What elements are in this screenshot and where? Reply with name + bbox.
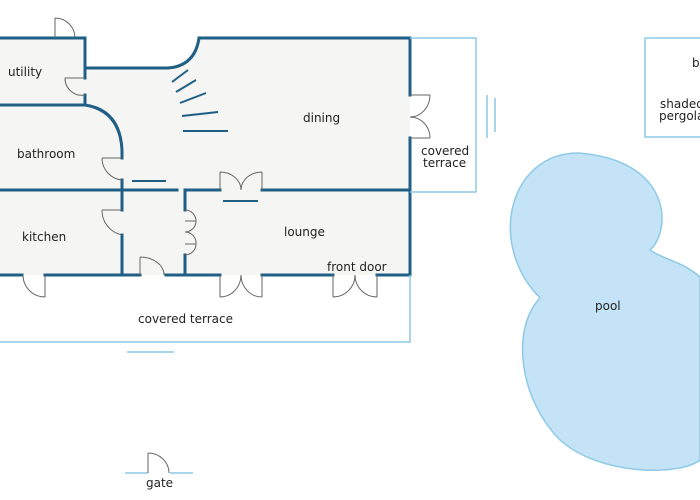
door-lounge-top bbox=[219, 171, 263, 191]
utility-wall bbox=[0, 66, 87, 107]
front-door-label: front door bbox=[327, 260, 387, 274]
door-hall-bottom bbox=[139, 256, 165, 276]
pool bbox=[509, 152, 700, 471]
front-door-swing bbox=[332, 274, 378, 298]
covered-terrace-bottom-label: covered terrace bbox=[138, 312, 233, 326]
pergola-outline bbox=[644, 37, 700, 138]
door-terrace bbox=[409, 94, 431, 139]
covered-terrace-right-label-2: terrace bbox=[423, 156, 466, 170]
door-kitchen-bottom bbox=[22, 274, 46, 298]
door-utility-side bbox=[64, 77, 86, 96]
door-lounge-bottom bbox=[219, 274, 263, 298]
covered-terrace-bottom-outline bbox=[0, 275, 411, 343]
gate-swing bbox=[147, 452, 170, 474]
dining-label: dining bbox=[303, 111, 340, 125]
door-utility-top bbox=[54, 17, 76, 39]
stair-curve-wall bbox=[83, 36, 201, 70]
pergola-label-1: shaded bbox=[660, 97, 700, 111]
door-bathroom bbox=[101, 157, 123, 181]
utility-label: utility bbox=[8, 65, 42, 79]
gate-label: gate bbox=[146, 476, 173, 490]
pool-label: pool bbox=[595, 299, 621, 313]
stairs bbox=[171, 69, 228, 132]
pergola-label-2: pergola bbox=[659, 109, 700, 123]
bathroom-label: bathroom bbox=[17, 147, 75, 161]
lounge-label: lounge bbox=[284, 225, 325, 239]
door-kitchen bbox=[101, 209, 123, 236]
kitchen-label: kitchen bbox=[22, 230, 66, 244]
covered-terrace-right-outline bbox=[410, 37, 477, 193]
hall-lounge-wall bbox=[183, 188, 412, 277]
covered-terrace-right-label-1: covered bbox=[421, 144, 469, 158]
pergola-partial-label: b bbox=[692, 56, 700, 70]
door-hall-lounge bbox=[184, 209, 197, 256]
